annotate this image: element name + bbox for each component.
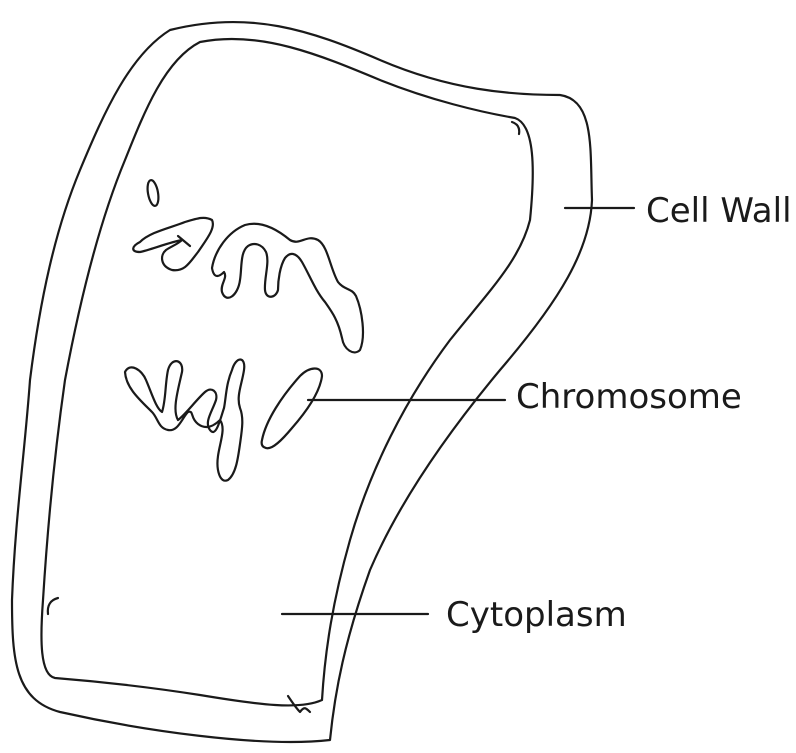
chromosome-upper-middle xyxy=(212,224,363,353)
cell-wall-label: Cell Wall xyxy=(646,191,792,231)
chromosome-upper-left xyxy=(133,218,213,270)
cytoplasm-label: Cytoplasm xyxy=(446,595,627,635)
chromosome-small-oval xyxy=(146,179,160,206)
membrane-tick-left xyxy=(48,598,58,614)
chromosome-label: Chromosome xyxy=(516,377,742,417)
membrane-tick-top-right xyxy=(512,122,519,134)
chromosome-lower-right xyxy=(262,369,322,449)
chromosome-lower-left xyxy=(125,360,244,481)
